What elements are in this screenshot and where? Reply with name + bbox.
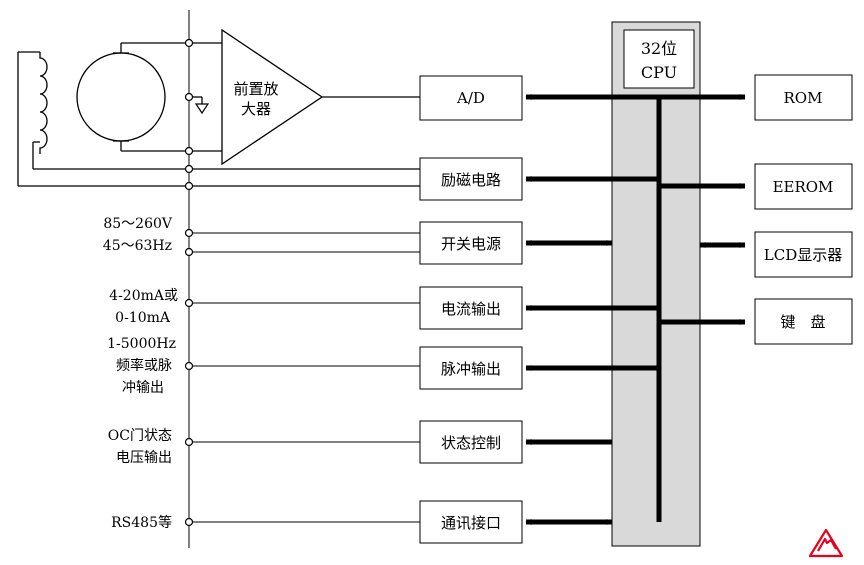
peripheral-label-rom: ROM xyxy=(784,89,823,107)
peripheral-label-eerom: EEROM xyxy=(773,178,834,196)
cpu-label-line1: 32位 xyxy=(641,39,677,58)
io-block-ad: A/D xyxy=(419,75,523,121)
io-label-status-ctrl: 状态控制 xyxy=(441,434,501,452)
peripheral-label-keyboard: 键 盘 xyxy=(780,313,825,331)
io-block-pulse-out: 脉冲输出 xyxy=(419,346,523,390)
label-rs485: RS485等 xyxy=(111,514,172,531)
io-label-excitation: 励磁电路 xyxy=(441,171,501,189)
label-oc-1: OC门状态 xyxy=(108,428,172,444)
io-block-power: 开关电源 xyxy=(419,221,523,265)
io-block-comm: 通讯接口 xyxy=(419,500,523,544)
label-power-input-1: 85～260V xyxy=(103,216,173,232)
peripheral-keyboard: 键 盘 xyxy=(754,298,853,345)
cpu-label-line2: CPU xyxy=(641,63,677,82)
label-oc-2: 电压输出 xyxy=(116,450,172,466)
label-pulse-1: 1-5000Hz xyxy=(107,336,176,352)
rail-terminals xyxy=(184,38,194,527)
io-block-status-ctrl: 状态控制 xyxy=(419,420,523,464)
peripheral-lcd: LCD显示器 xyxy=(754,231,853,278)
right-bus-arrows xyxy=(659,94,746,325)
preamplifier: 前置放 大器 xyxy=(189,28,420,166)
peripheral-rom: ROM xyxy=(754,74,853,121)
cpu-label-box xyxy=(623,29,695,89)
io-label-comm: 通讯接口 xyxy=(441,514,501,532)
label-current-2: 0-10mA xyxy=(115,310,171,326)
terminal-labels: 85～260V 45～63Hz 4-20mA或 0-10mA 1-5000Hz … xyxy=(103,216,178,531)
peripheral-eerom: EEROM xyxy=(754,163,853,210)
label-pulse-3: 冲输出 xyxy=(122,380,164,396)
io-label-current-out: 电流输出 xyxy=(441,300,501,318)
preamplifier-label-line2: 大器 xyxy=(241,100,271,118)
io-block-current-out: 电流输出 xyxy=(419,286,523,330)
label-pulse-2: 频率或脉 xyxy=(116,357,172,374)
sensor-coil-icon xyxy=(17,51,420,187)
preamplifier-label-line1: 前置放 xyxy=(233,80,278,98)
io-label-pulse-out: 脉冲输出 xyxy=(441,360,501,378)
ground-icon xyxy=(194,103,210,115)
label-power-input-2: 45～63Hz xyxy=(103,238,172,254)
peripheral-label-lcd: LCD显示器 xyxy=(764,246,842,264)
io-label-power: 开关电源 xyxy=(441,235,501,253)
left-bus-arrows xyxy=(525,94,659,525)
terminal-wires xyxy=(192,232,420,523)
cpu-block: 32位 CPU xyxy=(611,21,701,547)
company-logo-icon xyxy=(808,528,844,558)
cpu-body xyxy=(611,21,701,547)
preamplifier-triangle-icon xyxy=(221,28,324,166)
flow-tube-electrode-icon xyxy=(76,42,189,152)
label-current-1: 4-20mA或 xyxy=(109,288,178,304)
io-label-ad: A/D xyxy=(456,89,485,107)
io-block-excitation: 励磁电路 xyxy=(419,157,523,201)
